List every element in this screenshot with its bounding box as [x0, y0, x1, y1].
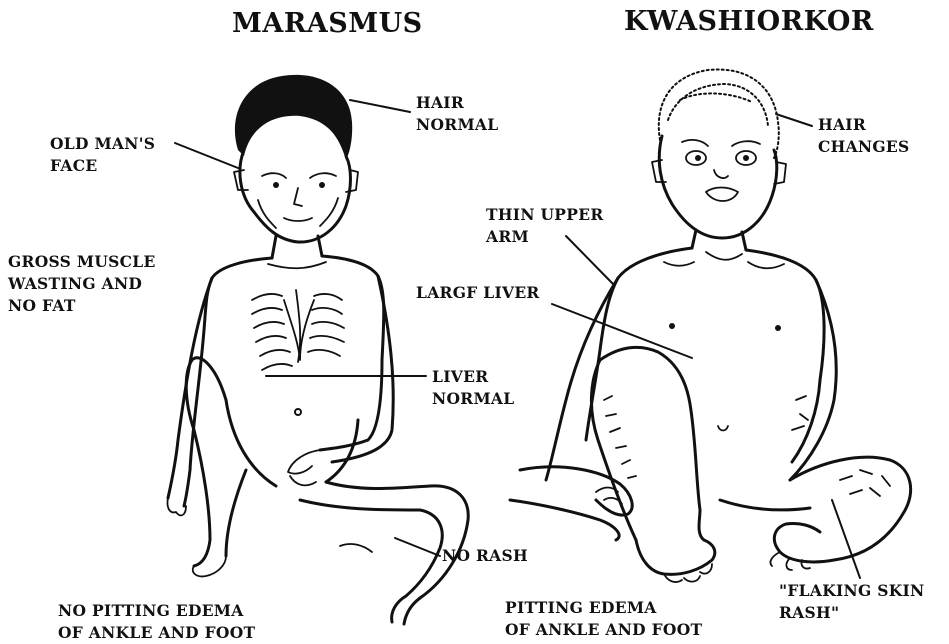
examiner-hand — [510, 467, 632, 540]
marasmus-torso — [204, 256, 384, 360]
kwashiorkor-right-foot — [774, 523, 834, 561]
marasmus-right-foot — [392, 596, 420, 624]
leader-hair-changes — [776, 114, 812, 126]
kwashiorkor-left-foot — [636, 510, 715, 574]
leader-old-mans-face — [175, 143, 238, 168]
marasmus-right-leg — [300, 482, 468, 598]
leader-lines — [175, 100, 860, 578]
title-kwashiorkor: KWASHIORKOR — [624, 6, 874, 37]
marasmus-left-leg — [186, 358, 246, 566]
label-large-liver: LARGF LIVER — [416, 282, 540, 304]
kwashiorkor-torso — [600, 248, 824, 380]
title-marasmus: MARASMUS — [232, 8, 423, 39]
kwashiorkor-hair — [659, 69, 779, 158]
kwashiorkor-right-leg — [720, 457, 911, 560]
leader-hair-normal — [350, 100, 410, 112]
marasmus-ribs — [252, 290, 344, 370]
leader-no-rash — [395, 538, 440, 556]
kwashiorkor-right-arm — [790, 280, 836, 480]
label-no-rash: NO RASH — [442, 545, 528, 567]
marasmus-hair — [235, 75, 352, 160]
leader-flaking-skin-rash — [832, 500, 860, 578]
